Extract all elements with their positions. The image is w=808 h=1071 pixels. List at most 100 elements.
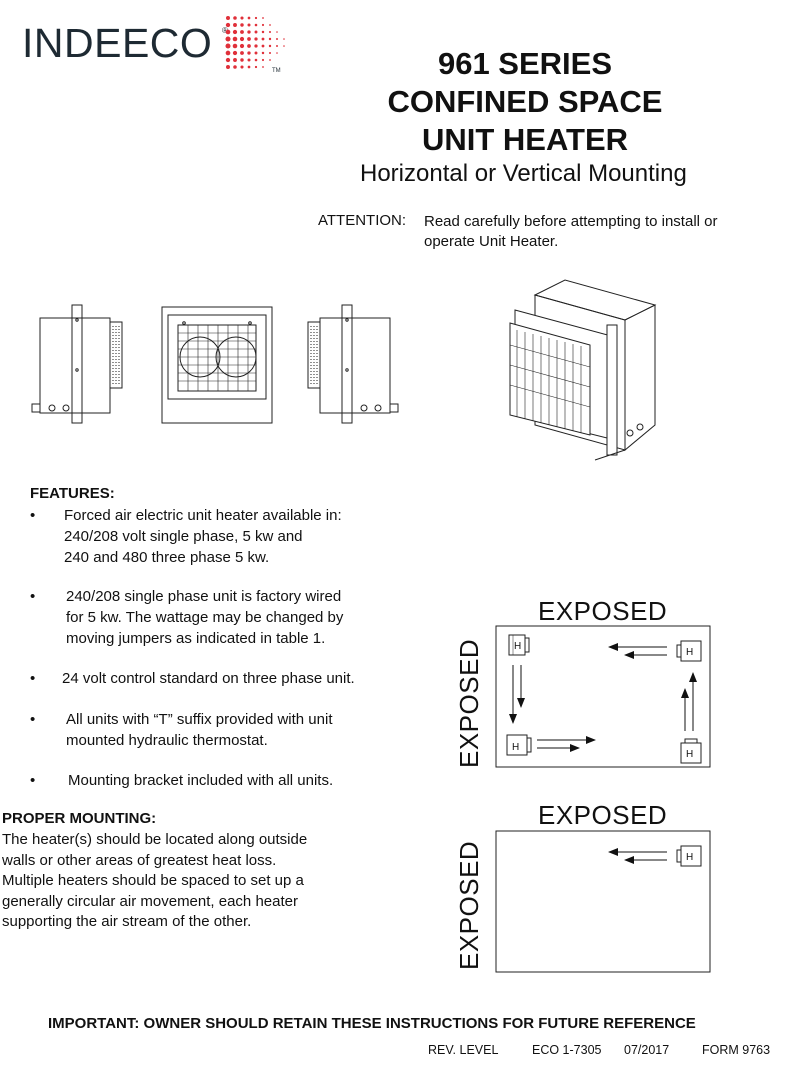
title-line-3: UNIT HEATER <box>421 122 629 157</box>
logo-dot <box>276 31 278 33</box>
title-line-1: 961 SERIES <box>437 46 613 81</box>
logo-dot <box>233 16 237 20</box>
footer-important-notice: IMPORTANT: OWNER SHOULD RETAIN THESE INS… <box>48 1015 696 1032</box>
logo-dot <box>261 51 265 55</box>
logo-dot <box>225 36 231 42</box>
feature-line: 240 and 480 three phase 5 kw. <box>64 549 270 566</box>
feature-line: 240/208 single phase unit is factory wir… <box>66 588 342 605</box>
title-line-2: CONFINED SPACE <box>387 84 663 119</box>
logo-dot <box>226 65 230 69</box>
logo-dot <box>261 30 265 34</box>
logo-dot <box>247 58 251 62</box>
logo-dot <box>247 37 251 41</box>
logo-dot <box>268 51 272 55</box>
bullet-icon: • <box>30 711 36 728</box>
logo-dot <box>225 43 231 49</box>
feature-line: 24 volt control standard on three phase … <box>62 670 355 687</box>
svg-text:H: H <box>512 742 519 753</box>
logo-dot <box>276 45 278 47</box>
heater-side-right-icon <box>307 304 399 424</box>
svg-text:H: H <box>686 749 693 760</box>
logo-dot <box>268 37 272 41</box>
logo-dot <box>226 16 230 20</box>
logo-dot <box>254 37 258 41</box>
heater-front-icon <box>161 306 273 424</box>
feature-line: All units with “T” suffix provided with … <box>66 711 333 728</box>
heater-isometric-icon <box>509 279 657 461</box>
logo-dot <box>240 30 244 34</box>
logo-dot <box>240 51 244 55</box>
feature-line: moving jumpers as indicated in table 1. <box>66 630 326 647</box>
logo-dot <box>283 38 285 40</box>
svg-text:H: H <box>686 647 693 658</box>
mounting-line: The heater(s) should be located along ou… <box>2 831 308 848</box>
feature-item-5: • Mounting bracket included with all uni… <box>30 770 410 791</box>
bullet-icon: • <box>30 670 36 687</box>
heater-unit-icon: H <box>676 845 702 867</box>
logo-dot <box>254 30 258 34</box>
registered-mark: ® <box>222 26 228 35</box>
logo-dot <box>232 43 238 49</box>
feature-line: Forced air electric unit heater availabl… <box>64 507 342 524</box>
page-subtitle: Horizontal or Vertical Mounting <box>360 160 687 187</box>
feature-line: mounted hydraulic thermostat. <box>66 732 268 749</box>
logo-dot <box>254 58 258 62</box>
logo-dot <box>247 16 251 20</box>
attention-line-1: Read carefully before attempting to inst… <box>424 213 718 230</box>
attention-text: Read carefully before attempting to inst… <box>424 212 784 252</box>
mounting-heading: PROPER MOUNTING: <box>2 810 157 827</box>
bullet-icon: • <box>30 588 36 605</box>
logo-dot <box>225 22 231 28</box>
logo-dot <box>232 29 238 35</box>
feature-item-2: • 240/208 single phase unit is factory w… <box>30 586 410 649</box>
footer-rev-level: REV. LEVEL <box>428 1043 499 1057</box>
logo-dot <box>232 36 238 42</box>
logo-dot <box>225 57 231 63</box>
logo-dot <box>261 58 265 62</box>
mounting-paragraph: The heater(s) should be located along ou… <box>2 830 402 933</box>
logo-dot <box>232 50 238 56</box>
logo-dot <box>261 44 265 48</box>
logo-dot <box>240 65 244 69</box>
logo-dot <box>262 66 264 68</box>
logo-dot <box>262 17 264 19</box>
heater-unit-icon: H <box>506 734 532 756</box>
footer-date: 07/2017 <box>624 1043 670 1057</box>
diagram-1-side-label: EXPOSED <box>454 638 484 768</box>
trademark-mark: TM <box>272 68 281 74</box>
logo-dot <box>247 51 251 55</box>
logo-dot <box>247 23 251 27</box>
mounting-line: Multiple heaters should be spaced to set… <box>2 872 304 889</box>
logo-dot <box>276 52 278 54</box>
mounting-line: supporting the air stream of the other. <box>2 913 252 930</box>
mounting-line: generally circular air movement, each he… <box>2 892 298 910</box>
features-heading: FEATURES: <box>30 485 115 502</box>
logo-dot <box>240 16 244 20</box>
logo-dot <box>233 23 237 27</box>
logo-dot <box>240 58 244 62</box>
logo-dot <box>261 23 265 27</box>
feature-item-4: • All units with “T” suffix provided wit… <box>30 709 410 751</box>
attention-label: ATTENTION: <box>318 212 407 229</box>
footer-eco: ECO 1-7305 <box>532 1043 602 1057</box>
logo-dot <box>247 65 251 69</box>
footer-form: FORM 9763 <box>702 1043 771 1057</box>
logo-dot <box>233 65 237 69</box>
logo-dot <box>247 30 251 34</box>
diagram-1-room: H H H H <box>495 625 711 768</box>
logo-dot <box>239 36 245 42</box>
logo-dot <box>254 16 258 20</box>
logo-dot <box>261 37 265 41</box>
svg-text:H: H <box>514 641 521 652</box>
logo-dot <box>268 30 272 34</box>
feature-line: Mounting bracket included with all units… <box>68 772 334 789</box>
feature-line: 240/208 volt single phase, 5 kw and <box>64 528 303 545</box>
brand-logo-text: INDEECO <box>22 20 213 66</box>
logo-dot <box>239 43 245 49</box>
mounting-line: walls or other areas of greatest heat lo… <box>2 851 277 869</box>
logo-dot <box>269 59 271 61</box>
diagram-2-room: H <box>495 830 711 973</box>
heater-unit-icon: H <box>680 738 702 764</box>
attention-line-2: operate Unit Heater. <box>424 233 559 250</box>
logo-dot <box>240 23 244 27</box>
